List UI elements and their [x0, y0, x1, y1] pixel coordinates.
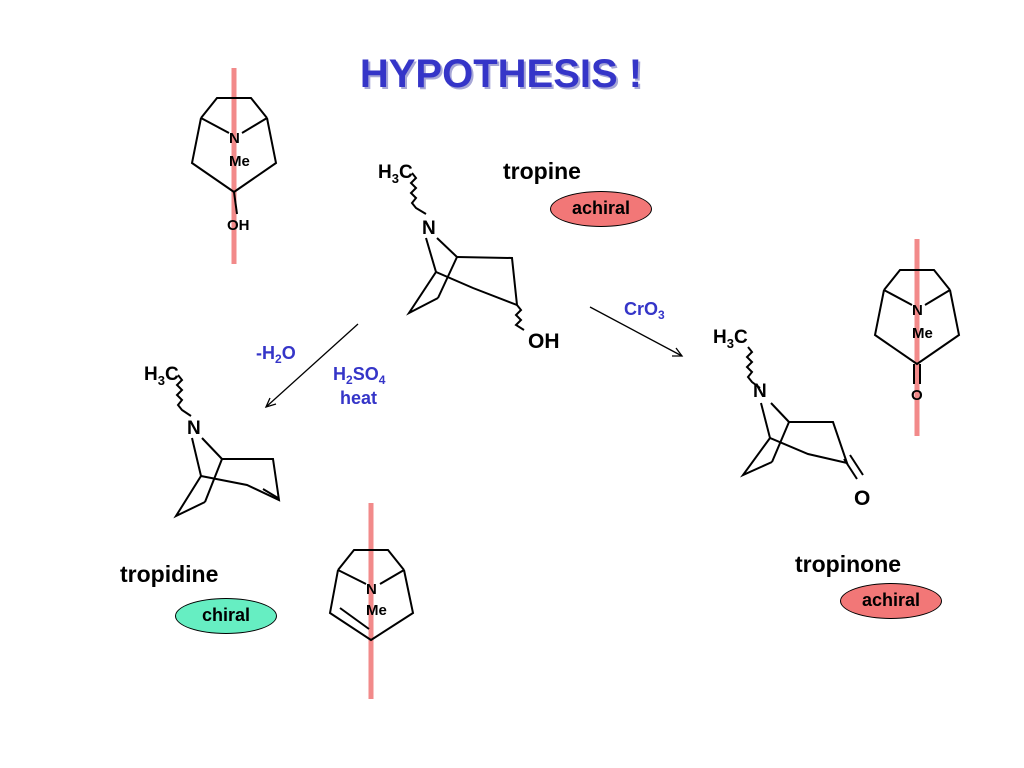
tropinone-flat-o-label: O — [911, 387, 923, 404]
tropine-name: tropine — [503, 158, 581, 184]
reagent-heat: heat — [340, 388, 378, 408]
reagent-sulfuric-acid: H2SO4 — [333, 364, 386, 387]
tropine-flat-n-label: N — [229, 130, 240, 147]
tropidine-chirality-badge: chiral — [175, 598, 277, 634]
tropinone-flat-n-label: N — [912, 302, 923, 319]
arrow-to-tropidine — [264, 323, 359, 409]
page-title: HYPOTHESIS ! — [359, 52, 643, 96]
tropine-flat-oh-label: OH — [227, 217, 250, 234]
tropidine-h3c-label: H3C — [144, 364, 179, 388]
tropine-n-label: N — [422, 218, 436, 239]
tropine-3d-structure — [406, 172, 525, 331]
tropidine-flat-n-label: N — [366, 581, 377, 598]
tropinone-3d-structure — [739, 346, 864, 480]
arrow-to-tropinone — [589, 306, 684, 357]
tropinone-o-label: O — [854, 487, 870, 510]
tropidine-3d-structure — [173, 374, 281, 519]
reagent-chromium-trioxide: CrO3 — [624, 299, 665, 322]
tropidine-name: tropidine — [120, 561, 219, 587]
reagent-water-loss: -H2O — [256, 343, 296, 366]
tropine-flat-structure — [190, 97, 278, 215]
tropinone-chirality-badge: achiral — [840, 583, 942, 619]
tropinone-flat-structure — [873, 269, 961, 384]
tropine-oh-label: OH — [528, 330, 560, 353]
tropidine-n-label: N — [187, 418, 201, 439]
tropinone-n-label: N — [753, 381, 767, 402]
tropinone-flat-me-label: Me — [912, 325, 933, 342]
tropine-h3c-label: H3C — [378, 162, 413, 186]
tropinone-h3c-label: H3C — [713, 327, 748, 351]
tropidine-flat-structure — [328, 549, 415, 642]
tropidine-flat-me-label: Me — [366, 602, 387, 619]
tropine-flat-me-label: Me — [229, 153, 250, 170]
tropine-chirality-badge: achiral — [550, 191, 652, 227]
tropinone-name: tropinone — [795, 551, 902, 577]
